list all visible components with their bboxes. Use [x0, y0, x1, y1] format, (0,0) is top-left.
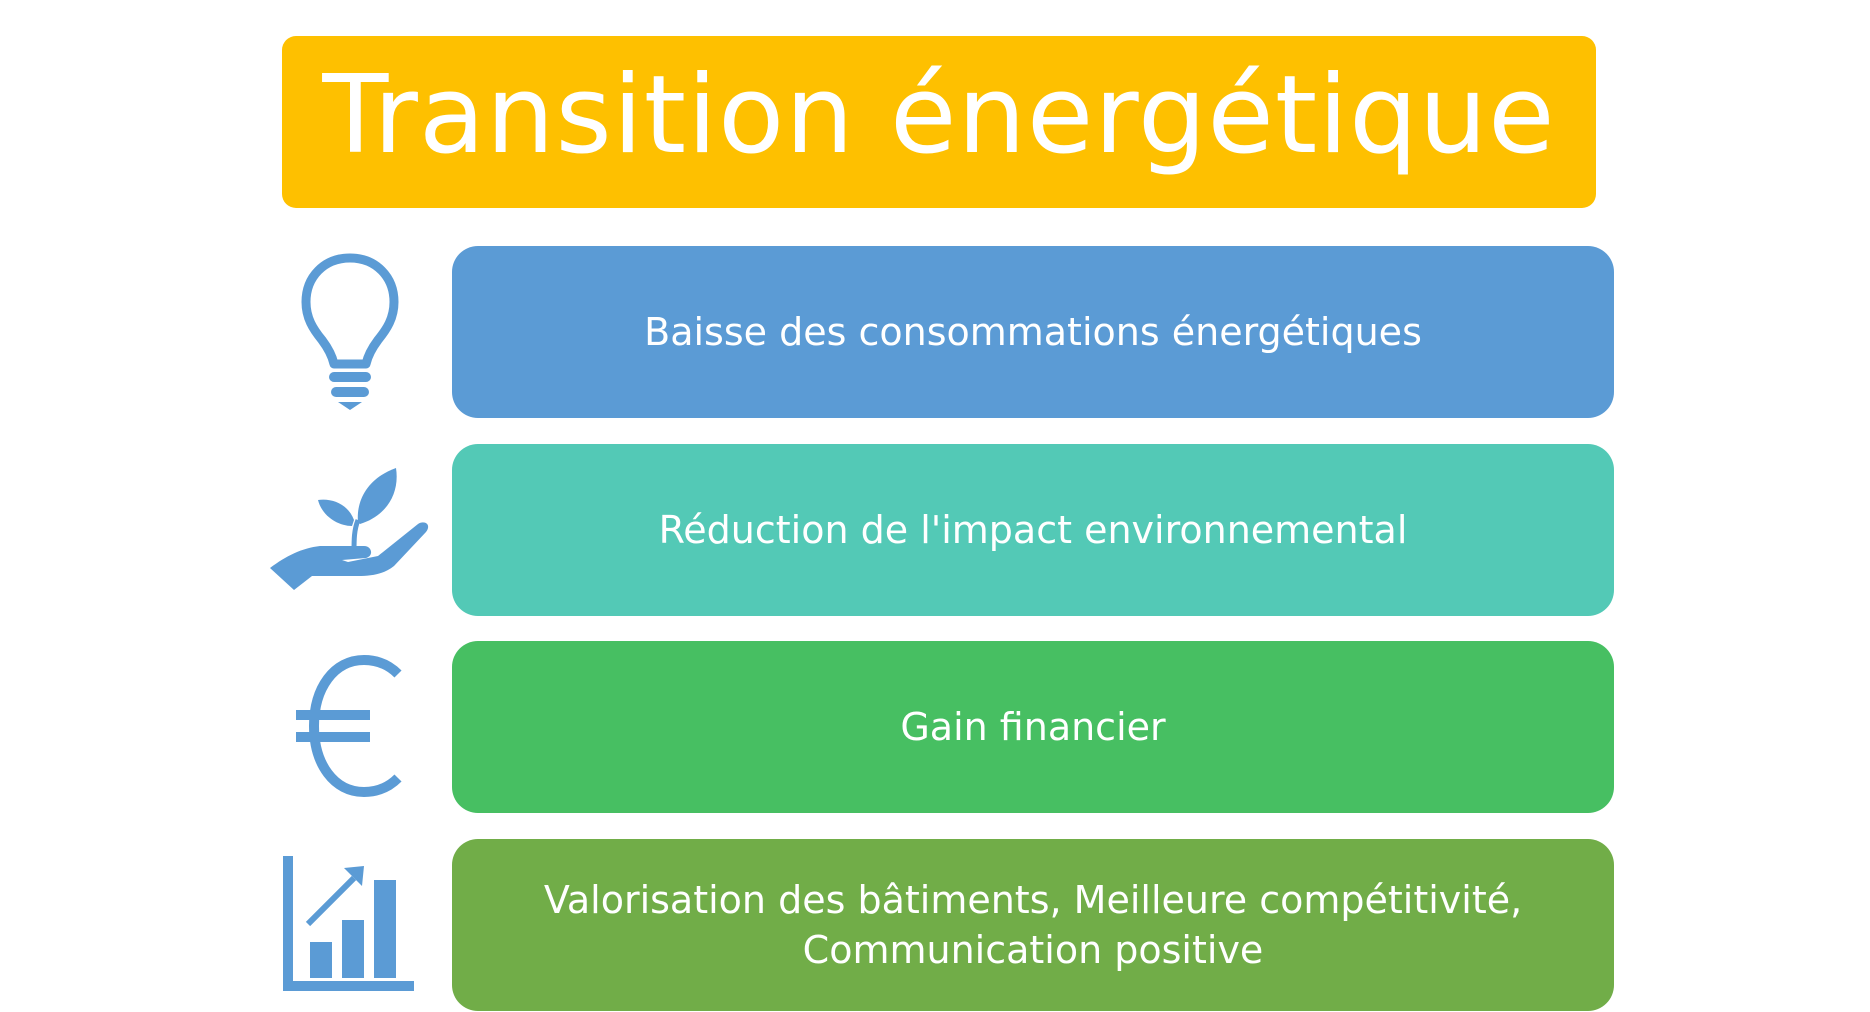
row-label: Baisse des consommations énergétiques — [644, 310, 1422, 354]
row-label: Valorisation des bâtiments, Meilleure co… — [543, 878, 1523, 972]
row-label: Gain financier — [900, 705, 1166, 749]
euro-icon — [292, 652, 408, 800]
row-building-value: Valorisation des bâtiments, Meilleure co… — [452, 839, 1614, 1011]
row-financial-gain: Gain financier — [452, 641, 1614, 813]
title-banner: Transition énergétique — [282, 36, 1596, 208]
row-environmental-impact: Réduction de l'impact environnemental — [452, 444, 1614, 616]
page-title: Transition énergétique — [322, 53, 1556, 178]
lightbulb-icon — [298, 252, 402, 412]
row-label: Réduction de l'impact environnemental — [658, 508, 1408, 552]
plant-in-hand-icon — [268, 464, 432, 592]
growth-chart-icon — [282, 856, 418, 992]
row-energy-consumption: Baisse des consommations énergétiques — [452, 246, 1614, 418]
